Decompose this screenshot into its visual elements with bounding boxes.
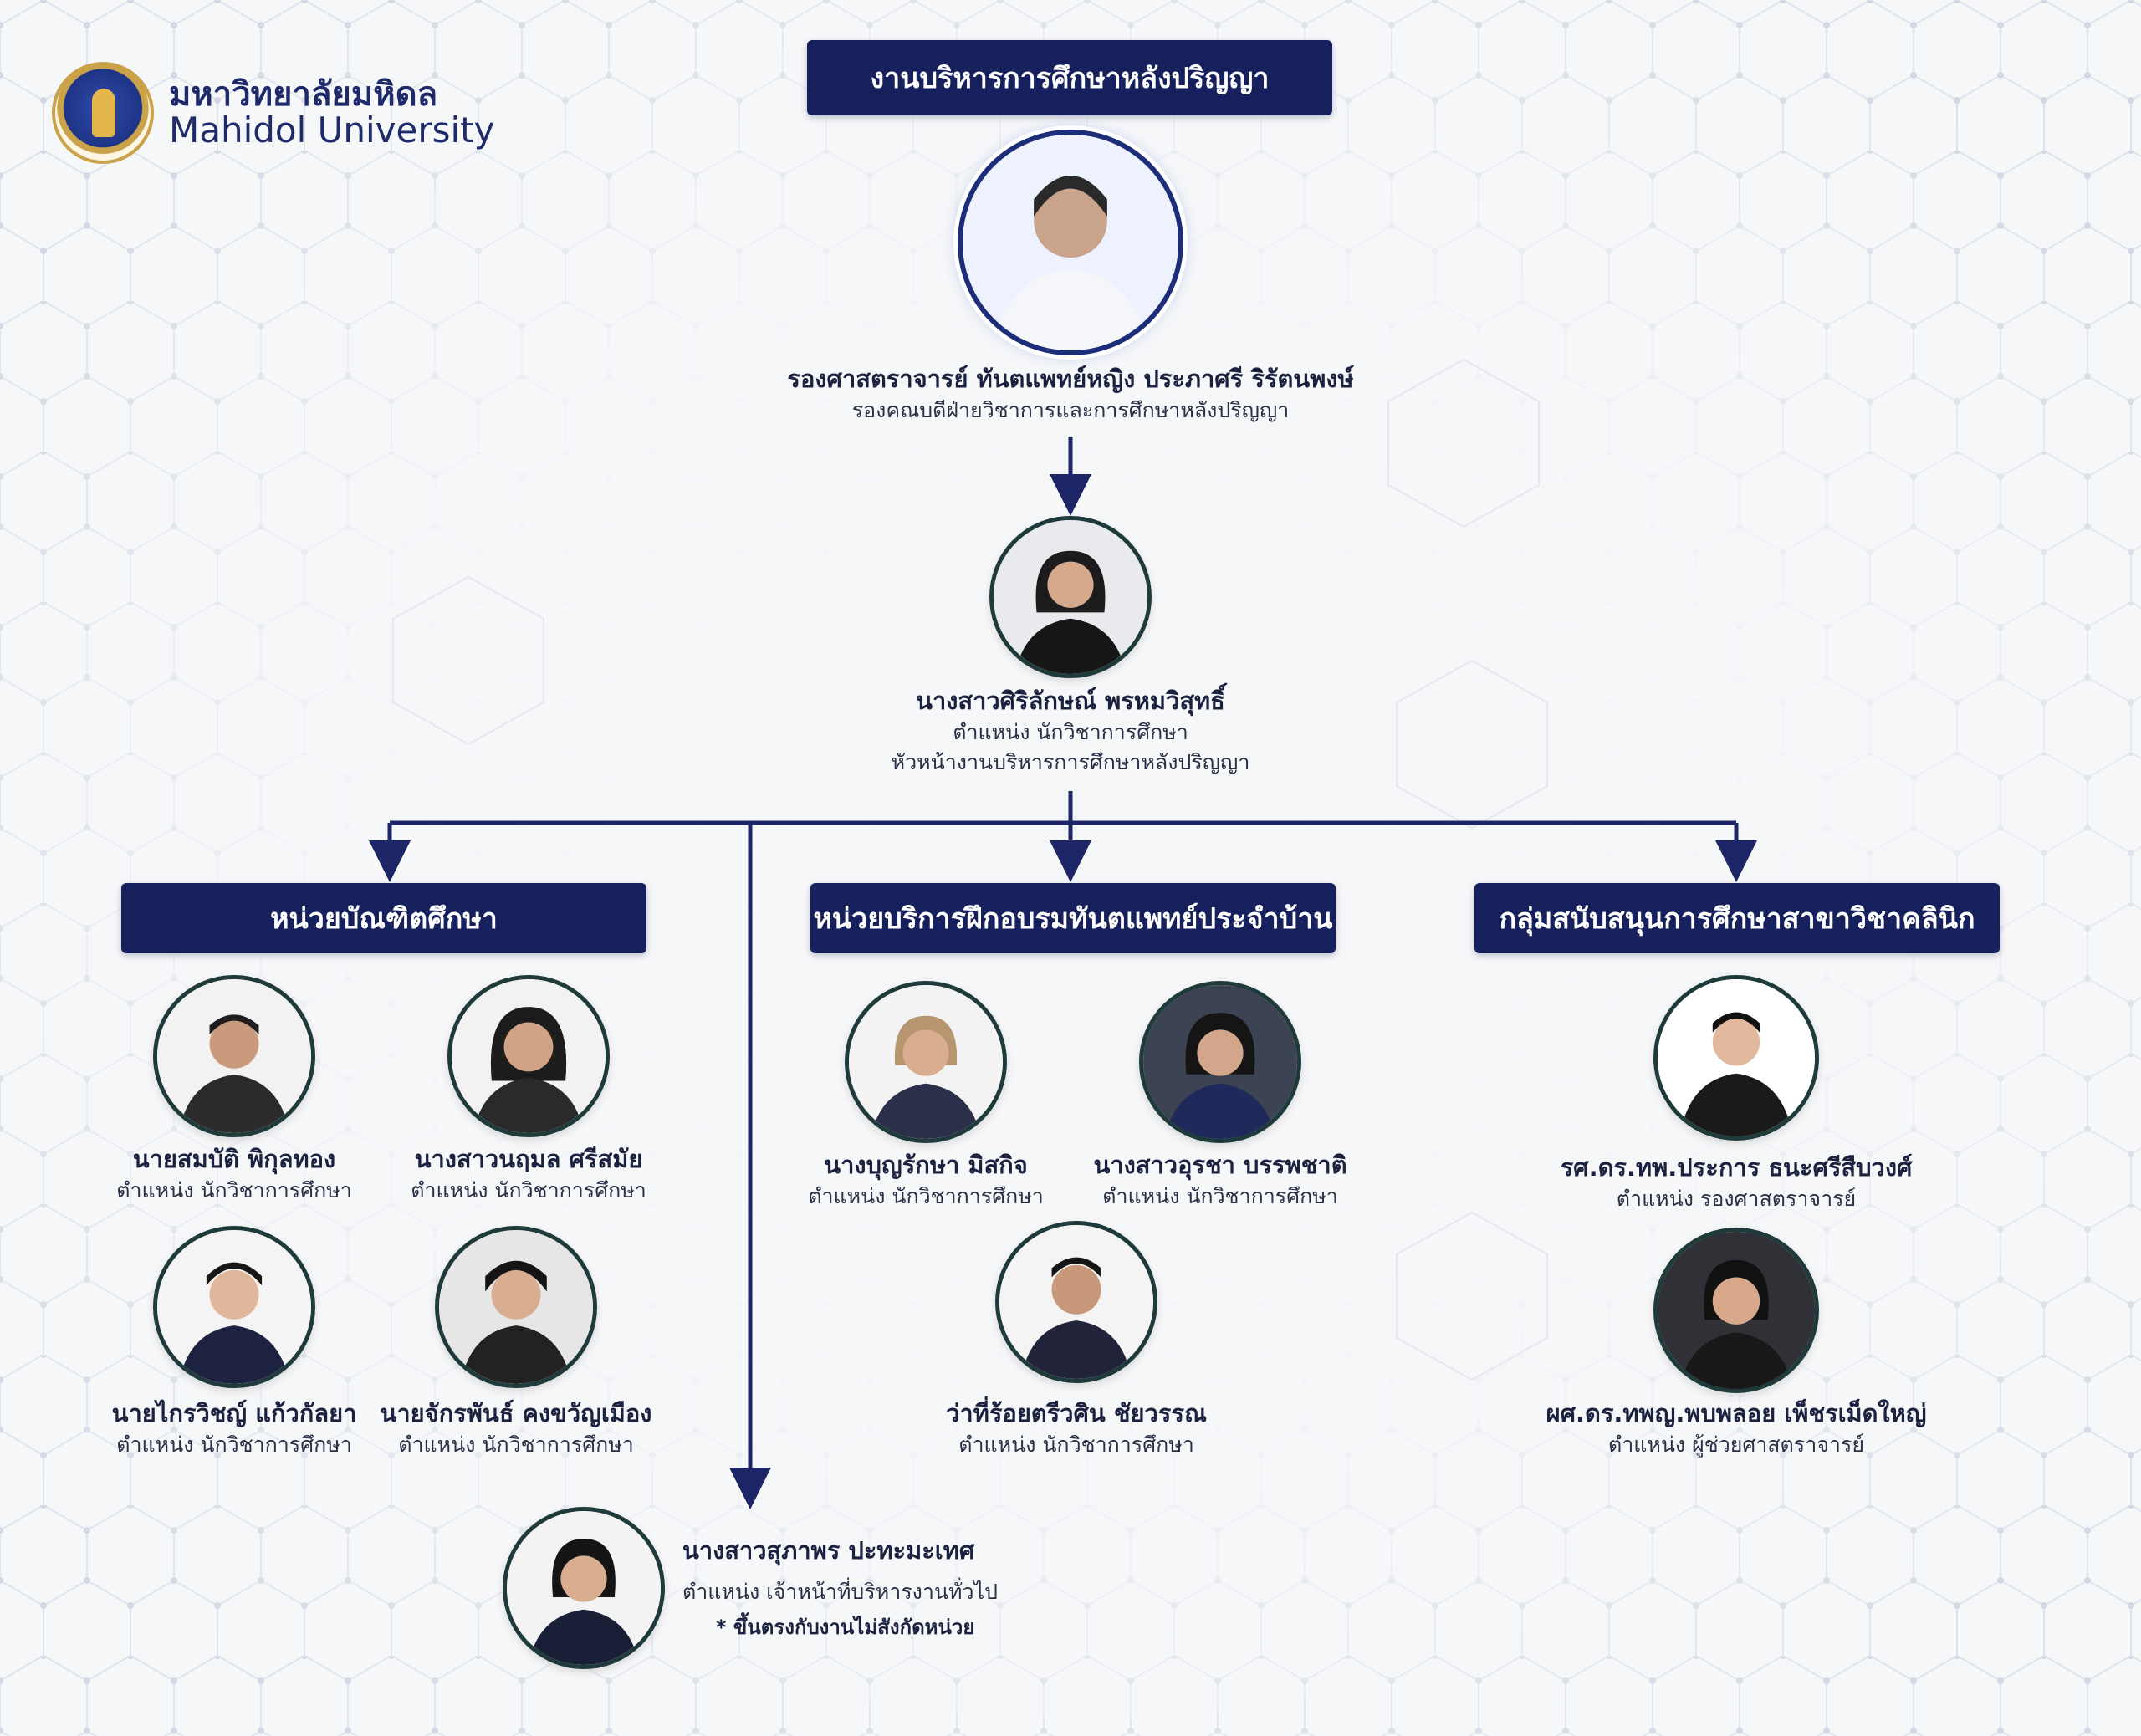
person-photo-icon xyxy=(452,979,606,1133)
logo-name-en: Mahidol University xyxy=(169,109,495,151)
person-photo-icon xyxy=(1658,1232,1815,1389)
banner-unit-residency: หน่วยบริการฝึกอบรมทันตแพทย์ประจำบ้าน xyxy=(810,883,1336,953)
person-name: นางบุญรักษา มิสกิจ xyxy=(824,1151,1028,1179)
person-role: ตำแหน่ง ผู้ช่วยศาสตราจารย์ xyxy=(1607,1432,1865,1457)
person-photo-icon xyxy=(999,1225,1153,1379)
person-name: นายสมบัติ พิกุลทอง xyxy=(132,1145,336,1173)
person-photo-icon xyxy=(1658,979,1815,1136)
person-p5: นายไกรวิชญ์ แก้วกัลยา ตำแหน่ง นักวิชาการ… xyxy=(112,1396,357,1460)
avatar-p2 xyxy=(989,516,1152,678)
person-role: รองคณบดีฝ่ายวิชาการและการศึกษาหลังปริญญา xyxy=(851,398,1290,422)
person-name: รศ.ดร.ทพ.ประการ ธนะศรีสืบวงศ์ xyxy=(1560,1153,1913,1182)
person-role: ตำแหน่ง นักวิชาการศึกษา xyxy=(958,1432,1194,1457)
avatar-p12 xyxy=(503,1507,665,1669)
avatar-p11 xyxy=(1653,1228,1819,1393)
person-name: นางสาวศิริลักษณ์ พรหมวิสุทธิ์ xyxy=(916,687,1225,715)
person-p9: ว่าที่ร้อยตรีวศิน ชัยวรรณ ตำแหน่ง นักวิช… xyxy=(946,1396,1207,1460)
person-note: * ขึ้นตรงกับงานไม่สังกัดหน่วย xyxy=(716,1616,975,1639)
avatar-p10 xyxy=(1653,975,1819,1141)
avatar-p6 xyxy=(435,1226,597,1388)
avatar-p4 xyxy=(447,975,610,1137)
avatar-p3 xyxy=(153,975,315,1137)
person-name: นางสาวนฤมล ศรีสมัย xyxy=(414,1145,643,1173)
person-photo-icon xyxy=(507,1511,661,1665)
person-photo-icon xyxy=(157,1230,311,1384)
person-photo-icon xyxy=(439,1230,593,1384)
person-name: ว่าที่ร้อยตรีวศิน ชัยวรรณ xyxy=(946,1399,1207,1427)
person-role-secondary: หัวหน้างานบริหารการศึกษาหลังปริญญา xyxy=(891,750,1250,774)
person-name: นางสาวอุรชา บรรพชาติ xyxy=(1093,1151,1347,1179)
person-name: ผศ.ดร.ทพญ.พบพลอย เพ็ชรเม็ดใหญ่ xyxy=(1546,1399,1927,1427)
person-name: นายไกรวิชญ์ แก้วกัลยา xyxy=(111,1399,357,1427)
person-p12: นางสาวสุภาพร ปะทะมะเทศ ตำแหน่ง เจ้าหน้าท… xyxy=(682,1534,998,1642)
person-photo-icon xyxy=(994,520,1147,674)
person-role: ตำแหน่ง นักวิชาการศึกษา xyxy=(398,1432,634,1457)
person-p7: นางบุญรักษา มิสกิจ ตำแหน่ง นักวิชาการศึก… xyxy=(808,1148,1044,1212)
person-role: ตำแหน่ง เจ้าหน้าที่บริหารงานทั่วไป xyxy=(682,1580,998,1604)
person-name: นางสาวสุภาพร ปะทะมะเทศ xyxy=(682,1536,975,1565)
avatar-p9 xyxy=(995,1221,1157,1383)
person-name: นายจักรพันธ์ คงขวัญเมือง xyxy=(380,1399,652,1427)
avatar-p1 xyxy=(958,130,1183,355)
person-p6: นายจักรพันธ์ คงขวัญเมือง ตำแหน่ง นักวิชา… xyxy=(381,1396,652,1460)
person-role: ตำแหน่ง นักวิชาการศึกษา xyxy=(808,1184,1044,1208)
person-role: ตำแหน่ง นักวิชาการศึกษา xyxy=(116,1432,352,1457)
person-name: รองศาสตราจารย์ ทันตแพทย์หญิง ประภาศรี ริ… xyxy=(787,365,1354,393)
banner-postgraduate-admin: งานบริหารการศึกษาหลังปริญญา xyxy=(807,40,1332,115)
person-p2: นางสาวศิริลักษณ์ พรหมวิสุทธิ์ ตำแหน่ง นั… xyxy=(892,684,1250,778)
person-role: ตำแหน่ง นักวิชาการศึกษา xyxy=(116,1178,352,1202)
person-p4: นางสาวนฤมล ศรีสมัย ตำแหน่ง นักวิชาการศึก… xyxy=(411,1142,646,1206)
person-photo-icon xyxy=(849,985,1003,1139)
university-seal-icon xyxy=(52,62,154,164)
person-p10: รศ.ดร.ทพ.ประการ ธนะศรีสืบวงศ์ ตำแหน่ง รอ… xyxy=(1561,1151,1913,1214)
avatar-p8 xyxy=(1139,981,1301,1143)
person-p11: ผศ.ดร.ทพญ.พบพลอย เพ็ชรเม็ดใหญ่ ตำแหน่ง ผ… xyxy=(1546,1396,1927,1460)
avatar-p5 xyxy=(153,1226,315,1388)
logo-name-th: มหาวิทยาลัยมหิดล xyxy=(169,74,438,114)
person-role: ตำแหน่ง นักวิชาการศึกษา xyxy=(411,1178,646,1202)
avatar-p7 xyxy=(845,981,1007,1143)
person-p3: นายสมบัติ พิกุลทอง ตำแหน่ง นักวิชาการศึก… xyxy=(116,1142,352,1206)
banner-unit-graduate: หน่วยบัณฑิตศึกษา xyxy=(121,883,646,953)
person-p8: นางสาวอุรชา บรรพชาติ ตำแหน่ง นักวิชาการศ… xyxy=(1093,1148,1346,1212)
person-role: ตำแหน่ง นักวิชาการศึกษา xyxy=(1102,1184,1338,1208)
university-logo: มหาวิทยาลัยมหิดล Mahidol University xyxy=(52,62,495,164)
person-photo-icon xyxy=(1143,985,1297,1139)
person-role: ตำแหน่ง รองศาสตราจารย์ xyxy=(1616,1187,1857,1211)
person-p1: รองศาสตราจารย์ ทันตแพทย์หญิง ประภาศรี ริ… xyxy=(787,362,1353,426)
banner-unit-clinical: กลุ่มสนับสนุนการศึกษาสาขาวิชาคลินิก xyxy=(1474,883,2000,953)
person-role: ตำแหน่ง นักวิชาการศึกษา xyxy=(953,720,1188,744)
person-photo-icon xyxy=(157,979,311,1133)
person-photo-icon xyxy=(963,135,1178,350)
